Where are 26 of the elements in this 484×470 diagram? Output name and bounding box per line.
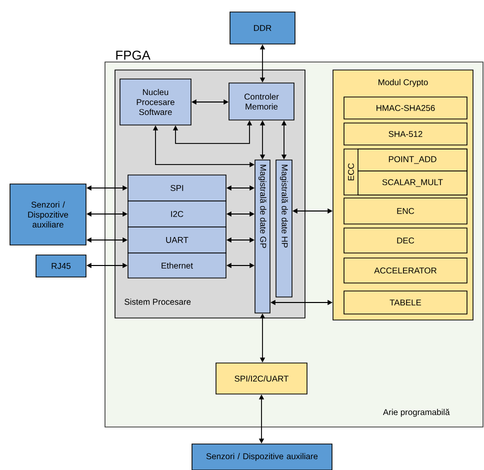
memory-box: DDR (230, 12, 296, 44)
region-title: FPGA (116, 50, 150, 60)
interface-box: UART (128, 226, 226, 254)
module-box: SCALAR_MULT (358, 170, 468, 196)
bus-bar: Magistrală de date GP (254, 160, 270, 314)
region-label: Arie programabilă (382, 408, 450, 417)
group-label: ECC (348, 163, 354, 180)
module-box: SHA-512 (344, 122, 468, 146)
device-box: Senzori / Dispozitive auxiliare (10, 184, 86, 246)
module-box: ACCELERATOR (344, 258, 468, 284)
interface-box: I2C (128, 200, 226, 228)
process-box: Controler Memorie (228, 82, 294, 120)
process-box: Nucleu Procesare Software (120, 78, 192, 126)
connector-box: RJ45 (36, 254, 86, 278)
module-box: ENC (344, 198, 468, 224)
panel-label: Sistem Procesare (124, 298, 191, 305)
interface-box: SPI/I2C/UART (216, 362, 308, 394)
module-box: HMAC-SHA256 (344, 96, 468, 120)
interface-box: Ethernet (128, 252, 226, 278)
bus-bar: Magistrală de date HP (276, 160, 292, 298)
device-box: Senzori / Dispozitive auxiliare (192, 444, 332, 470)
panel-title: Modul Crypto (378, 79, 428, 87)
module-box: DEC (344, 228, 468, 254)
interface-box: SPI (128, 174, 226, 202)
module-box: POINT_ADD (358, 148, 468, 172)
module-box: TABELE (344, 290, 468, 314)
